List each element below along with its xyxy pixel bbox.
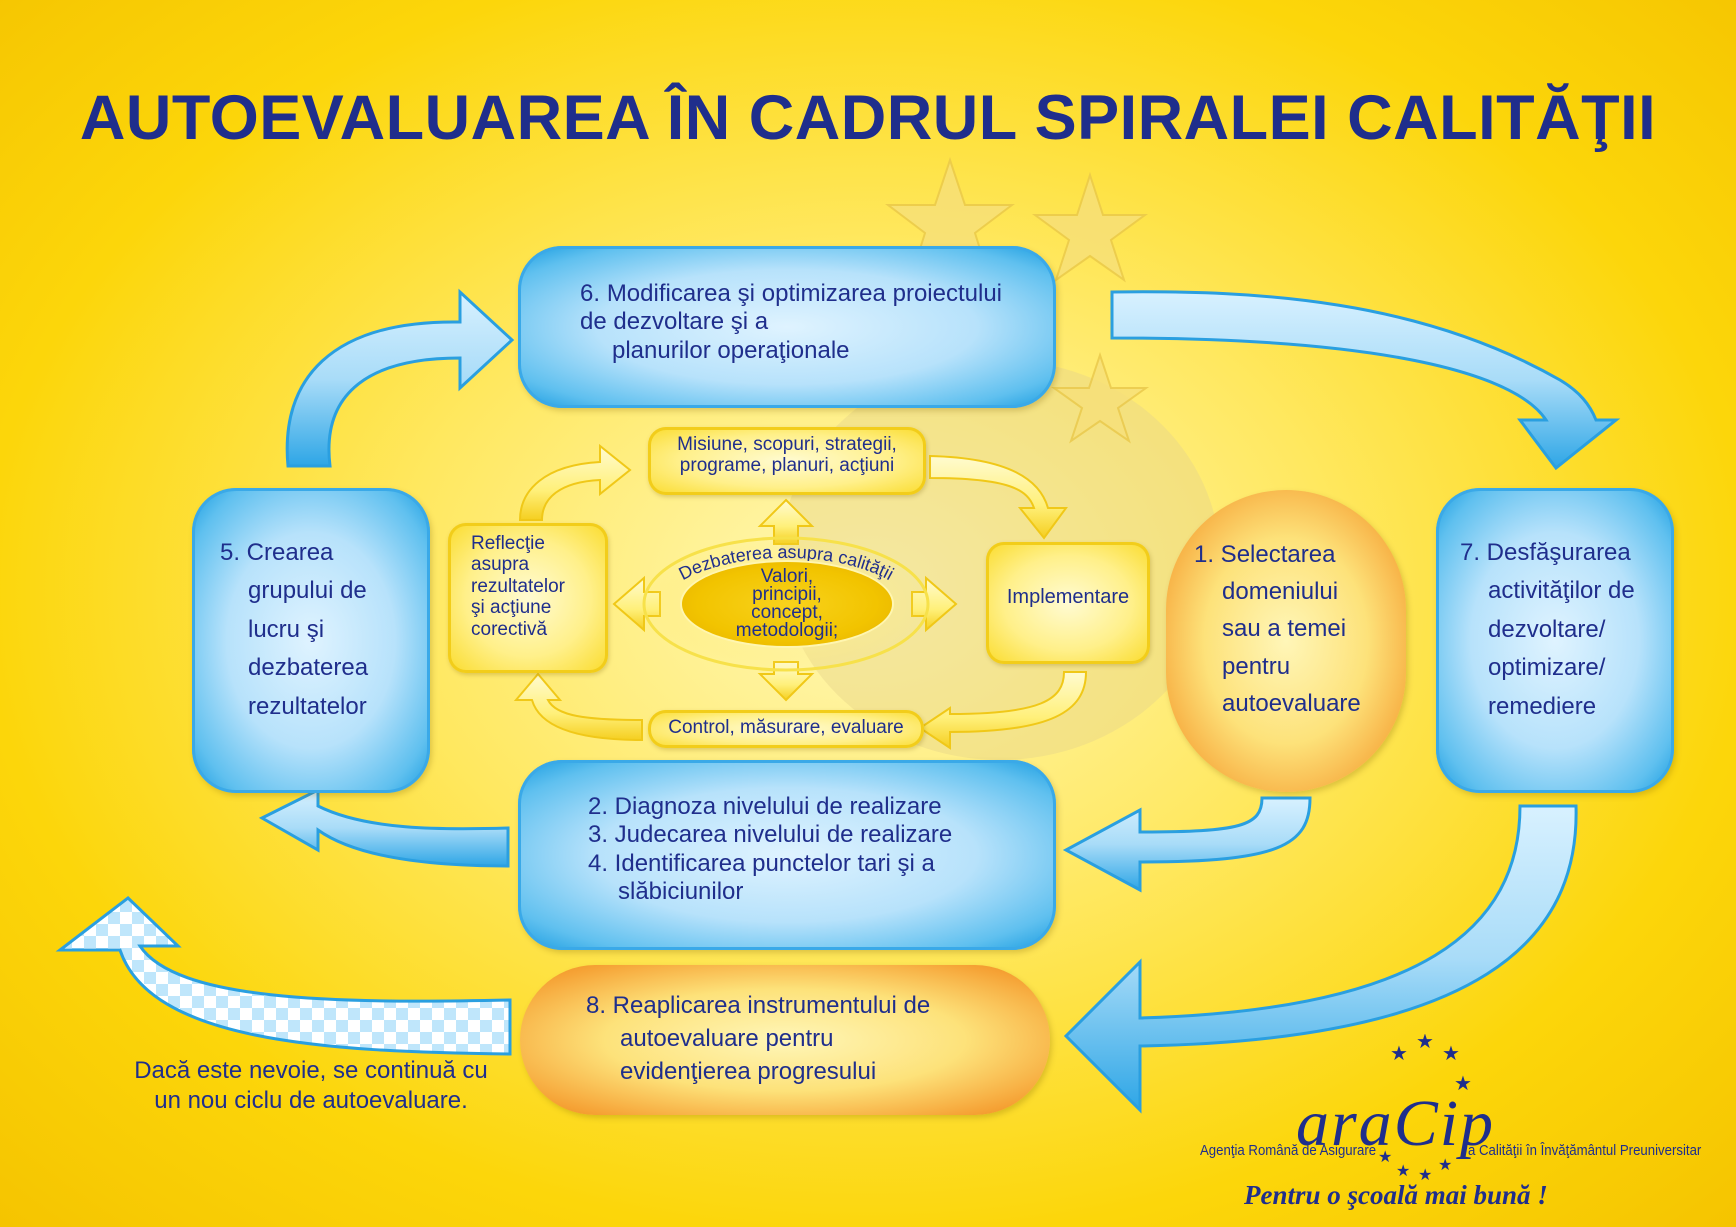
reflectie-box: Reflecţie asupra rezultatelor şi acţiune…	[448, 523, 608, 673]
control-box: Control, măsurare, evaluare	[648, 710, 924, 748]
svg-text:★: ★	[1378, 1147, 1392, 1166]
step-4-line-cont: slăbiciunilor	[618, 877, 744, 905]
implementare-box: Implementare	[986, 542, 1150, 664]
agency-name-right: a Calităţii în Învăţământul Preuniversit…	[1468, 1142, 1702, 1159]
reflectie-line: asupra	[471, 554, 530, 576]
step-7-box: 7. Desfăşurarea activităţilor de dezvolt…	[1436, 488, 1674, 793]
step-7-line: remediere	[1488, 692, 1597, 720]
svg-text:★: ★	[1390, 1041, 1408, 1065]
logo-stars-icon: ★ ★ ★ ★ ★ ★ ★ ★	[1378, 1034, 1472, 1184]
motto: Pentru o şcoală mai bună !	[1244, 1180, 1548, 1210]
svg-text:★: ★	[1442, 1041, 1460, 1065]
step-5-line: dezbaterea	[248, 654, 369, 682]
arrow-misiune-to-implementare	[929, 454, 1068, 540]
step-5-box: 5. Crearea grupului de lucru şi dezbater…	[192, 488, 430, 793]
core-line: concept,	[751, 602, 823, 623]
misiune-line: programe, planuri, acţiuni	[679, 455, 895, 477]
step-6-box: 6. Modificarea şi optimizarea proiectulu…	[518, 246, 1056, 408]
step-5-line: 5. Crearea	[220, 539, 334, 566]
step-1-line: domeniului	[1222, 578, 1339, 606]
page-title: AUTOEVALUAREA ÎN CADRUL SPIRALEI CALITĂŢ…	[79, 83, 1657, 153]
step-1-line: pentru	[1222, 652, 1291, 680]
step-1-box: 1. Selectarea domeniului sau a temei pen…	[1166, 490, 1406, 792]
arrow-reflectie-to-misiune	[518, 443, 632, 521]
core-line: principii,	[752, 584, 822, 605]
aracip-logo: araCip	[1296, 1086, 1495, 1162]
core-values-ellipse: Valori, principii, concept, metodologii;	[682, 562, 892, 646]
reflectie-line: rezultatelor	[471, 575, 565, 597]
arrow-6-to-7	[1110, 290, 1621, 471]
misiune-line: Misiune, scopuri, strategii,	[677, 434, 897, 455]
arrow-7-to-8	[1063, 804, 1578, 1114]
arrow-1-to-234	[1062, 796, 1312, 893]
reflectie-line: corectivă	[471, 618, 548, 640]
svg-text:★: ★	[1454, 1071, 1472, 1095]
step-6-line-1: 6. Modificarea şi optimizarea proiectulu…	[580, 280, 1002, 337]
misiune-box: Misiune, scopuri, strategii, programe, p…	[648, 427, 926, 495]
step-5-line: grupului de	[248, 577, 367, 605]
arrow-implementare-to-control	[918, 671, 1088, 750]
arrow-control-to-reflectie	[513, 672, 643, 742]
svg-text:★: ★	[1396, 1161, 1410, 1180]
reflectie-line: şi acţiune	[471, 597, 552, 619]
step-3-line: 3. Judecarea nivelului de realizare	[588, 821, 953, 849]
note-line: un nou ciclu de autoevaluare.	[154, 1087, 468, 1114]
reflectie-line: Reflecţie	[471, 533, 545, 554]
step-1-line: sau a temei	[1222, 615, 1347, 643]
svg-text:★: ★	[1438, 1155, 1452, 1174]
core-line: metodologii;	[735, 620, 839, 641]
steps-2-3-4-box: 2. Diagnoza nivelului de realizare 3. Ju…	[518, 760, 1056, 950]
svg-text:★: ★	[1418, 1165, 1432, 1184]
step-7-line: 7. Desfăşurarea	[1460, 539, 1631, 566]
step-6-number: 6.	[580, 280, 601, 307]
step-8-line: evidenţierea progresului	[620, 1058, 877, 1086]
step-2-line: 2. Diagnoza nivelului de realizare	[588, 793, 942, 820]
arrow-5-to-6	[285, 288, 515, 468]
core-line: Valori,	[760, 566, 814, 587]
note-line: Dacă este nevoie, se continuă cu	[134, 1057, 488, 1084]
arrow-234-to-5	[258, 787, 510, 868]
step-5-line: rezultatelor	[248, 692, 367, 720]
step-8-line: 8. Reaplicarea instrumentului de	[586, 992, 931, 1019]
new-cycle-note: Dacă este nevoie, se continuă cu un nou …	[96, 1056, 526, 1116]
step-4-line: 4. Identificarea punctelor tari şi a	[588, 849, 935, 877]
step-7-line: optimizare/	[1488, 654, 1606, 682]
step-5-line: lucru şi	[248, 615, 325, 643]
step-8-line: autoevaluare pentru	[620, 1025, 834, 1053]
step-7-line: dezvoltare/	[1488, 615, 1606, 643]
step-6-line-2: planurilor operaţionale	[612, 336, 850, 364]
step-6-text: Modificarea şi optimizarea proiectului d…	[580, 280, 1003, 336]
step-1-line: autoevaluare	[1222, 689, 1361, 717]
logo-word-right: Cip	[1393, 1087, 1496, 1160]
svg-text:★: ★	[1416, 1034, 1434, 1053]
step-1-line: 1. Selectarea	[1194, 541, 1336, 568]
arrow-new-cycle	[55, 896, 512, 1056]
logo-word-left: ara	[1296, 1087, 1394, 1160]
step-7-line: activităţilor de	[1488, 577, 1635, 605]
step-8-box: 8. Reaplicarea instrumentului de autoeva…	[520, 965, 1050, 1115]
agency-name-left: Agenţia Română de Asigurare	[1200, 1142, 1377, 1159]
